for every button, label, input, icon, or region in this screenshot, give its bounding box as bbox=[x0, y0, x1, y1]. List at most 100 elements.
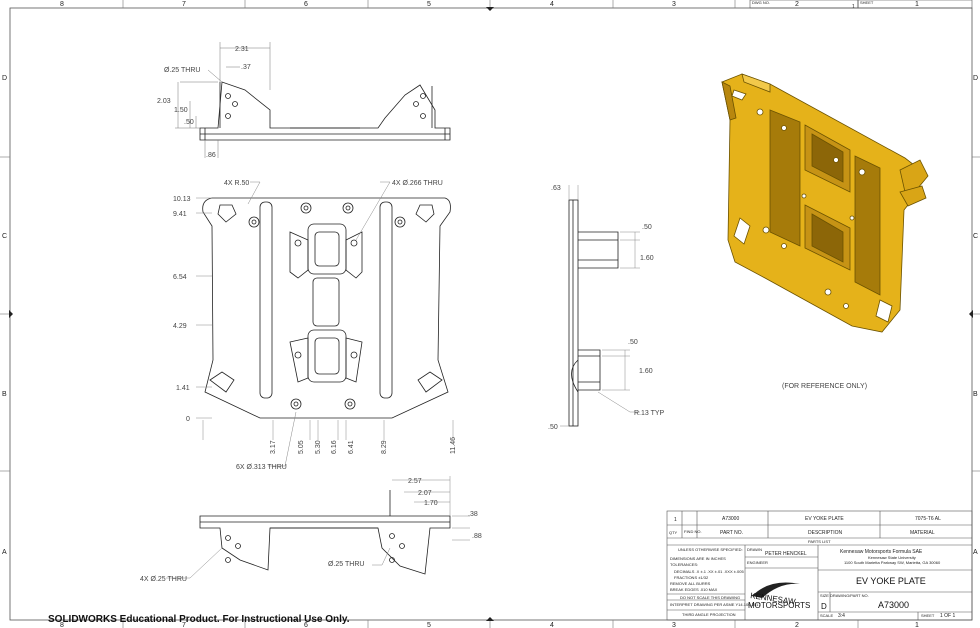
bottom-dim-88: .88 bbox=[472, 533, 482, 540]
front-dim-6-54: 6.54 bbox=[173, 274, 187, 281]
size-value: D bbox=[821, 602, 827, 611]
front-view-dims bbox=[196, 181, 454, 467]
zone-top-1: 1 bbox=[915, 1, 919, 8]
header-material: MATERIAL bbox=[910, 530, 935, 536]
company-name: Kennesaw Motorsports Formula SAE bbox=[840, 549, 923, 555]
front-dim-4-29: 4.29 bbox=[173, 323, 187, 330]
logo-swoosh-icon bbox=[752, 582, 800, 598]
zone-right-c: C bbox=[973, 233, 978, 240]
zone-bottom-6: 6 bbox=[304, 622, 308, 628]
side-view bbox=[568, 199, 619, 427]
top-dim-50: .50 bbox=[184, 119, 194, 126]
zone-top-3: 3 bbox=[672, 1, 676, 8]
parts-part-no: A73000 bbox=[722, 516, 739, 522]
reference-note: (FOR REFERENCE ONLY) bbox=[782, 383, 867, 390]
header-find-no: FIND NO. bbox=[684, 529, 702, 534]
zone-right-b: B bbox=[973, 391, 978, 398]
zone-left-d: D bbox=[2, 75, 7, 82]
isometric-view bbox=[721, 73, 929, 333]
logo-line2: MOTORSPORTS bbox=[748, 601, 810, 610]
engineer-label: ENGINEER bbox=[747, 560, 768, 565]
drawing-part-no: A73000 bbox=[878, 600, 909, 610]
zone-bottom-3: 3 bbox=[672, 622, 676, 628]
zone-bottom-2: 2 bbox=[795, 622, 799, 628]
center-mark-right-icon bbox=[969, 310, 973, 318]
zone-top-4: 4 bbox=[550, 1, 554, 8]
top-dim-37: .37 bbox=[241, 64, 251, 71]
title-block-frame bbox=[666, 510, 973, 621]
center-mark-left-icon bbox=[9, 310, 13, 318]
university-name: Kennesaw State University bbox=[868, 555, 916, 560]
dwg-no-label: DWG NO. bbox=[752, 0, 770, 5]
front-hole-note: 4X Ø.266 THRU bbox=[392, 180, 443, 187]
header-part-no: PART NO. bbox=[720, 530, 743, 536]
zone-bottom-7: 7 bbox=[182, 622, 186, 628]
header-qty: QTY bbox=[669, 530, 678, 535]
center-mark-top-icon bbox=[486, 7, 494, 11]
top-view-dims bbox=[175, 42, 271, 158]
sheet-border bbox=[9, 7, 973, 621]
burrs-note: REMOVE ALL BURRS bbox=[670, 581, 711, 586]
side-dim-63: .63 bbox=[551, 185, 561, 192]
top-dim-2-31: 2.31 bbox=[235, 46, 249, 53]
front-dim-5-30: 5.30 bbox=[315, 440, 322, 454]
top-dim-2-03: 2.03 bbox=[157, 98, 171, 105]
side-dim-50-b: .50 bbox=[628, 339, 638, 346]
header-description: DESCRIPTION bbox=[808, 530, 843, 536]
zone-left-c: C bbox=[2, 233, 7, 240]
bottom-hole-note-left: 4X Ø.25 THRU bbox=[140, 576, 187, 583]
drawn-by: PETER HENCKEL bbox=[765, 551, 807, 557]
top-hole-note: Ø.25 THRU bbox=[164, 67, 200, 74]
zone-left-a: A bbox=[2, 549, 7, 556]
interpret-note: INTERPRET DRAWING PER ASME Y14.100-2017 bbox=[670, 602, 761, 607]
kennesaw-logo: KENNESAW MOTORSPORTS bbox=[748, 582, 810, 610]
solidworks-watermark: SOLIDWORKS Educational Product. For Inst… bbox=[48, 614, 350, 625]
sheet-top-value: 1 bbox=[852, 4, 855, 10]
zone-top-6: 6 bbox=[304, 1, 308, 8]
decimals-note: DECIMALS .X ±.1 .XX ±.01 .XXX ±.005 bbox=[674, 569, 745, 574]
front-dim-1-41: 1.41 bbox=[176, 385, 190, 392]
front-dim-8-29: 8.29 bbox=[381, 440, 388, 454]
bottom-view-dims bbox=[166, 476, 470, 579]
zone-right-d: D bbox=[973, 75, 978, 82]
side-dim-50-c: .50 bbox=[548, 424, 558, 431]
sheet-bottom-label: SHEET bbox=[921, 613, 935, 618]
side-dim-1-60-b: 1.60 bbox=[639, 368, 653, 375]
side-dim-50-a: .50 bbox=[642, 224, 652, 231]
front-view bbox=[202, 197, 451, 419]
zone-left-b: B bbox=[2, 391, 7, 398]
bottom-view bbox=[199, 490, 451, 575]
parts-description: EV YOKE PLATE bbox=[805, 516, 844, 522]
sheet-bottom-value: 1 OF 1 bbox=[940, 613, 956, 619]
front-dim-11-46: 11.46 bbox=[450, 437, 457, 454]
front-dim-5-05: 5.05 bbox=[298, 440, 305, 454]
front-dim-0: 0 bbox=[186, 416, 190, 423]
drawn-label: DRAWN bbox=[747, 547, 762, 552]
side-radius-note: R.13 TYP bbox=[634, 410, 665, 417]
tolerances-label: TOLERANCES: bbox=[670, 562, 698, 567]
bottom-hole-note-right: Ø.25 THRU bbox=[328, 561, 364, 568]
fractions-note: FRACTIONS ±1/32 bbox=[674, 575, 709, 580]
front-dim-10-13: 10.13 bbox=[173, 196, 191, 203]
zone-top-2: 2 bbox=[795, 1, 799, 8]
side-view-dims bbox=[560, 185, 640, 427]
front-radius-note: 4X R.50 bbox=[224, 180, 249, 187]
dims-note: DIMENSIONS ARE IN INCHES bbox=[670, 556, 726, 561]
zone-top-8: 8 bbox=[60, 1, 64, 8]
parts-list-label: PARTS LIST bbox=[808, 539, 831, 544]
parts-material: 7075-T6 AL bbox=[915, 516, 941, 522]
front-dim-6-41: 6.41 bbox=[348, 440, 355, 454]
do-not-scale-note: DO NOT SCALE THIS DRAWING bbox=[680, 595, 740, 600]
zone-bottom-8: 8 bbox=[60, 622, 64, 628]
bottom-dim-2-57: 2.57 bbox=[408, 478, 422, 485]
break-edges-note: BREAK EDGES .010 MAX bbox=[670, 587, 718, 592]
dwg-no-box bbox=[749, 0, 973, 9]
sheet-top-label: SHEET bbox=[860, 0, 874, 5]
top-dim-1-50: 1.50 bbox=[174, 107, 188, 114]
top-dim-86: .86 bbox=[206, 152, 216, 159]
side-dim-1-60-a: 1.60 bbox=[640, 255, 654, 262]
bottom-dim-2-07: 2.07 bbox=[418, 490, 432, 497]
